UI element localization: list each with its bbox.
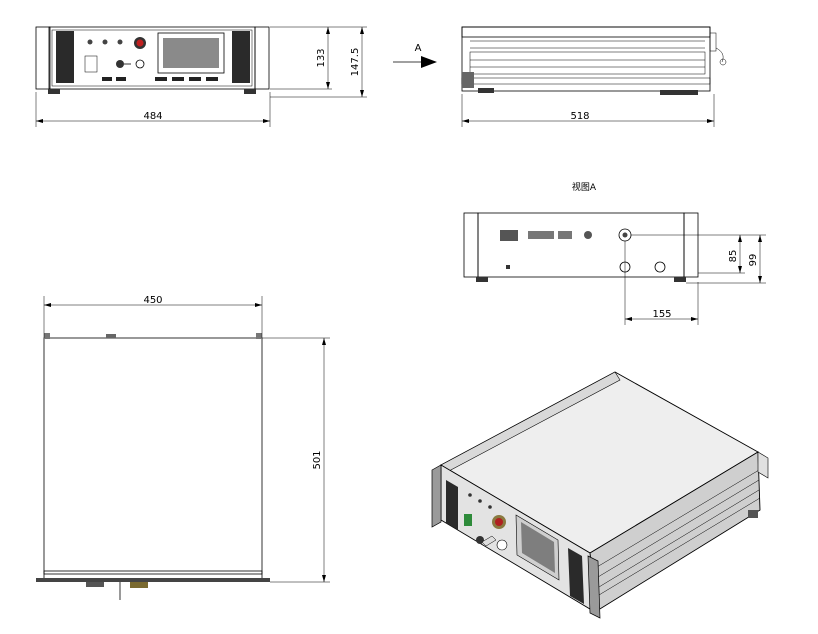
indicator-led [102,39,108,45]
view-arrow-label: A [415,43,422,54]
front-view: 484 133 147.5 [35,26,367,127]
db9-connector [558,231,572,239]
view-direction-arrow: A [393,43,437,68]
bnc-connector [654,261,666,273]
rear-outer-height-label: 99 [748,254,759,267]
power-switch [84,55,98,73]
rear-view: 视图A 155 85 99 [463,181,766,325]
top-depth-label: 501 [312,450,323,469]
iso-display-screen [521,522,555,573]
side-view: 518 [461,26,727,127]
front-width-label: 484 [143,111,162,122]
left-vent-grille [56,31,74,83]
isometric-view [431,371,769,619]
iso-power-switch [464,514,472,526]
indicator-led [87,39,93,45]
right-vent-grille [232,31,250,83]
rear-width-label: 155 [652,309,671,320]
ground-terminal [506,265,510,269]
connector-port [135,59,145,69]
key-switch [116,60,124,68]
rear-view-title: 视图A [572,181,597,193]
display-screen [163,38,219,68]
side-depth-label: 518 [570,111,589,122]
front-outer-height-label: 147.5 [350,48,361,77]
top-width-label: 450 [143,295,162,306]
front-inner-height-label: 133 [316,48,327,67]
rear-inner-height-label: 85 [728,250,739,263]
power-inlet [500,230,518,241]
top-view: 450 501 [36,295,330,600]
indicator-led [117,39,123,45]
round-connector [584,231,592,239]
db25-connector [528,231,554,239]
